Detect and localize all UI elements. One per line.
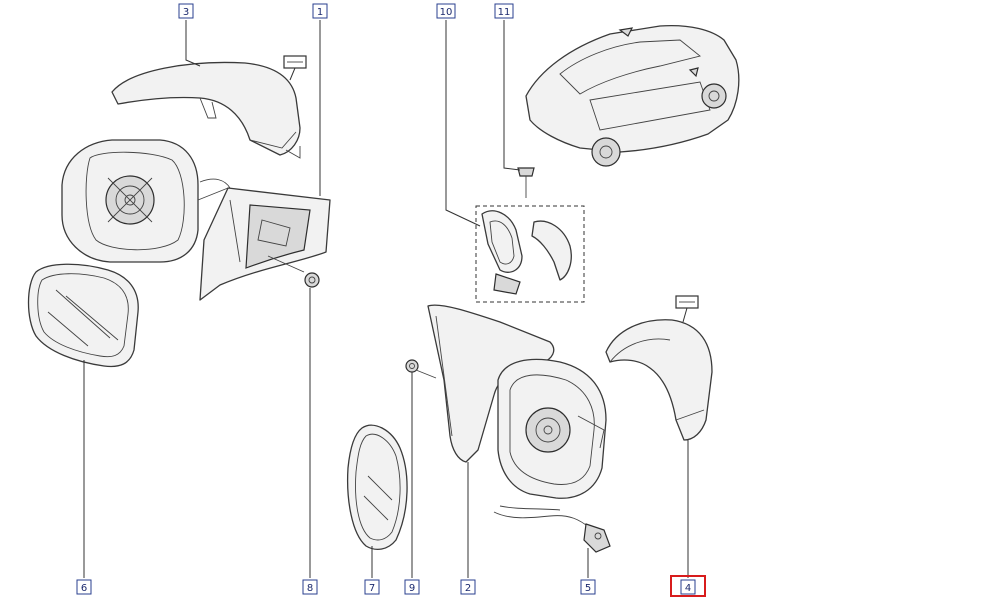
svg-text:8: 8 [307,583,313,594]
part-6-mirror-glass-left [27,263,139,368]
vehicle-locator-icon [525,24,740,167]
callout-3: 3 [178,3,194,19]
callout-2: 2 [460,579,476,595]
callout-5: 5 [580,579,596,595]
part-1-mirror-housing-left [61,139,331,301]
callout-4: 4 [670,575,706,597]
callout-6: 6 [76,579,92,595]
callout-1: 1 [312,3,328,19]
svg-text:1: 1 [317,7,323,18]
svg-text:11: 11 [498,7,511,18]
part-5-wiring-harness [493,505,611,553]
part-3-mirror-cover-left [111,61,301,159]
svg-text:7: 7 [369,583,375,594]
paint-note-icon-right [675,295,699,323]
svg-text:3: 3 [183,7,189,18]
part-11-screw [517,167,535,198]
svg-text:5: 5 [585,583,591,594]
part-8-screw-left [267,255,320,288]
callout-11: 11 [494,3,514,19]
part-4-mirror-cover-right [605,319,713,441]
paint-note-icon [283,55,307,81]
svg-text:10: 10 [440,7,453,18]
part-2-mirror-housing-right [427,304,607,499]
svg-text:6: 6 [81,583,87,594]
mounting-bracket-kit [475,205,585,303]
svg-text:2: 2 [465,583,471,594]
callout-10: 10 [436,3,456,19]
svg-text:9: 9 [409,583,415,594]
leader-lines [83,20,689,578]
callout-7: 7 [364,579,380,595]
callout-9: 9 [404,579,420,595]
part-9-screw-right [405,359,437,379]
callout-8: 8 [302,579,318,595]
part-7-mirror-glass-right [346,424,408,551]
svg-text:4: 4 [685,583,691,594]
